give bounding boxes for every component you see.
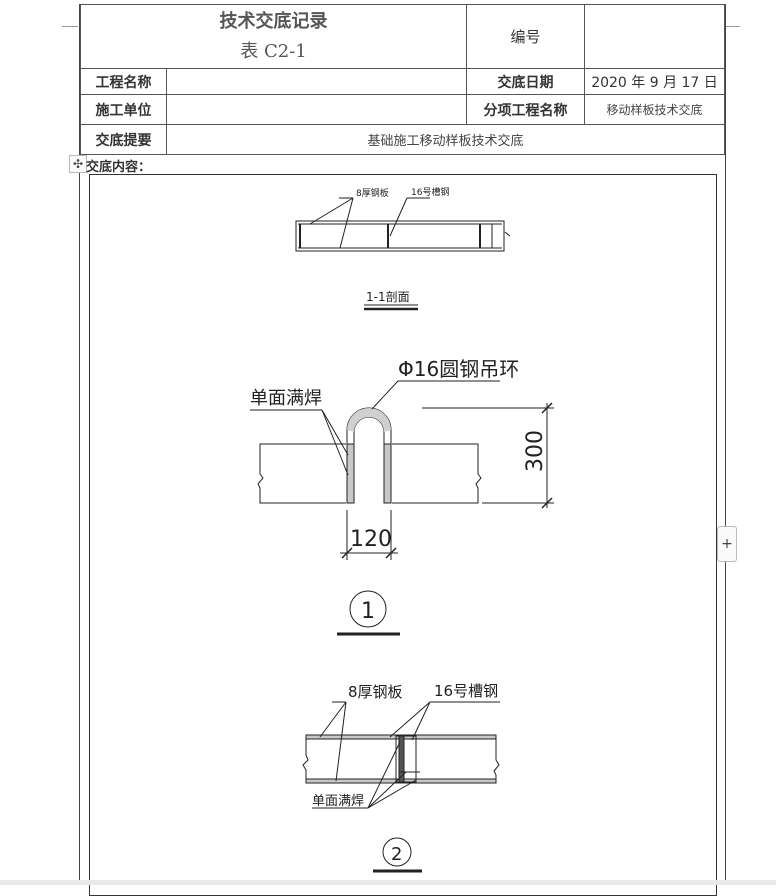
- detail1-ring-inner: [353, 416, 385, 503]
- crop-mark-top-right-v: [724, 8, 725, 26]
- detail-1-drawing: [250, 380, 554, 636]
- form-code: 表 C2-1: [240, 40, 307, 62]
- section-plate-leader-1: [339, 197, 354, 249]
- detail2-plate-leader-1: [319, 701, 347, 738]
- detail2-plate-label: 8厚钢板: [348, 683, 403, 701]
- record-header-table: 技术交底记录 表 C2-1 编号 工程名称 交底日期 2020 年 9 月 17…: [80, 4, 725, 155]
- construction-unit-value[interactable]: [166, 94, 467, 125]
- title-cell: 技术交底记录 表 C2-1: [80, 4, 467, 69]
- detail2-channel-leader-1: [389, 701, 431, 738]
- summary-label: 交底提要: [80, 124, 167, 155]
- section-caption: 1-1剖面: [366, 290, 410, 304]
- detail2-plate-leader-2: [335, 701, 347, 782]
- detail1-dim-height: 300: [523, 430, 548, 472]
- detail2-channel: [395, 735, 417, 783]
- section-plate-leader-2: [309, 197, 354, 225]
- detail2-marker-circle: [382, 837, 412, 867]
- page-side-border: [79, 4, 726, 885]
- detail1-ring-leader: [371, 380, 399, 410]
- detail1-marker-number: 1: [361, 599, 375, 624]
- detail2-weld-leader-1: [367, 741, 401, 809]
- section-channel-label: 16号槽钢: [411, 186, 449, 198]
- detail1-dim-tick-bottom: [541, 497, 553, 509]
- number-value[interactable]: [584, 4, 725, 69]
- detail2-channel-web: [398, 735, 405, 783]
- move-cross-icon[interactable]: ✣: [69, 155, 87, 173]
- subitem-value[interactable]: 移动样板技术交底: [584, 94, 725, 125]
- detail1-weld-leader-2: [321, 409, 349, 476]
- detail1-marker-circle: [349, 590, 387, 628]
- detail1-weld-label: 单面满焊: [250, 388, 322, 409]
- project-name-label: 工程名称: [80, 68, 167, 95]
- detail1-weld-left: [346, 443, 355, 504]
- construction-unit-label: 施工单位: [80, 94, 167, 125]
- detail1-slab-left: [257, 443, 346, 504]
- detail1-dim-tick-left: [341, 547, 353, 559]
- detail1-ring-hatch: [347, 408, 391, 432]
- crop-mark-top-left: [62, 26, 78, 27]
- detail1-ring-label: Φ16圆钢吊环: [398, 357, 519, 381]
- subitem-label: 分项工程名称: [466, 94, 585, 125]
- section-break-mark: [504, 231, 511, 237]
- detail1-dim-tick-top: [541, 402, 553, 414]
- document-title: 技术交底记录: [219, 10, 328, 32]
- detail1-weld-right: [383, 443, 392, 504]
- plus-icon[interactable]: +: [717, 526, 737, 562]
- detail2-weld-label: 单面满焊: [312, 793, 364, 809]
- detail2-weld-leader-3: [367, 779, 417, 809]
- detail1-dim-width: 120: [350, 527, 392, 552]
- content-label: 交底内容：: [86, 160, 152, 175]
- bottom-scroll-area: [0, 880, 776, 885]
- section-plate-label: 8厚钢板: [356, 187, 389, 199]
- detail1-slab-right: [392, 443, 482, 504]
- detail2-marker-number: 2: [391, 844, 402, 865]
- detail2-channel-label: 16号槽钢: [434, 682, 498, 700]
- date-value[interactable]: 2020 年 9 月 17 日: [584, 68, 725, 95]
- detail-2-drawing: [302, 701, 500, 873]
- section-outline: [295, 220, 505, 252]
- section-channel-leader: [389, 197, 408, 237]
- detail1-weld-leader-1: [321, 409, 349, 456]
- section-1-1-drawing: [295, 197, 511, 311]
- detail2-channel-leader-2: [411, 701, 431, 741]
- crop-mark-top-right: [724, 26, 740, 27]
- detail1-dim-tick-right: [385, 547, 397, 559]
- detail2-weld-leader-2: [367, 771, 407, 809]
- summary-value[interactable]: 基础施工移动样板技术交底: [166, 124, 725, 155]
